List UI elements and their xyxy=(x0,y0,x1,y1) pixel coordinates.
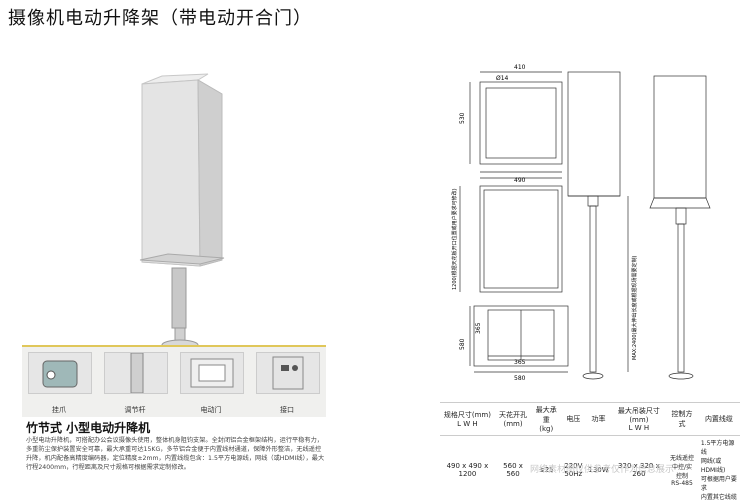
dim-height: 1200(根据天花板开口位置或用户要求可修改) xyxy=(451,188,458,290)
technical-drawing: 410 Ø14 530 490 1200(根据天花板开口位置或用户要求可修改) … xyxy=(440,60,745,395)
header-text: 天花开孔 xyxy=(499,411,527,419)
header-text: 内置线缆 xyxy=(705,415,733,423)
header-text: 功率 xyxy=(592,415,606,423)
dim-hole: Ø14 xyxy=(496,75,509,82)
thumbnail-label: 调节杆 xyxy=(104,405,166,415)
product-description: 小型电动升降机，可搭配办公会议摄像头使用，整体机身阻钧支架。全封闭铝合金框架结构… xyxy=(26,436,326,472)
dim-top-width: 410 xyxy=(514,64,526,71)
header-voltage: 电压 xyxy=(561,403,585,436)
header-subtext: (kg) xyxy=(539,425,553,433)
header-text: 电压 xyxy=(566,415,580,423)
thumbnail-label: 挂爪 xyxy=(28,405,90,415)
thumbnail-rod xyxy=(104,352,168,394)
thumbnail-claw xyxy=(28,352,92,394)
dim-door-inner-v: 365 xyxy=(475,322,482,334)
header-subtext: L W H xyxy=(629,424,650,432)
thumbnail-strip: 挂爪 调节杆 电动门 接口 xyxy=(22,347,326,417)
header-size: 规格尺寸(mm)L W H xyxy=(440,403,495,436)
header-text: 规格尺寸(mm) xyxy=(444,411,491,419)
dim-top-depth: 530 xyxy=(459,112,466,124)
header-text: 控制方式 xyxy=(671,410,692,428)
product-name: 竹节式 小型电动升降机 xyxy=(26,419,150,436)
spec-table: 规格尺寸(mm)L W H 天花开孔(mm) 最大承重(kg) 电压 功率 最大… xyxy=(440,402,740,503)
dim-max-travel: MAX:2400(最大伸出长度或根据现场需要定制) xyxy=(631,255,638,360)
header-text: 最大吊装尺寸(mm) xyxy=(618,407,660,424)
header-control: 控制方式 xyxy=(666,403,698,436)
dim-door-outer: 580 xyxy=(514,375,526,382)
header-cables: 内置线缆 xyxy=(698,403,740,436)
cell-hole: 560 x 560 xyxy=(495,436,531,503)
cell-size: 490 x 490 x 1200 xyxy=(440,436,495,503)
thumbnail-label: 接口 xyxy=(256,405,318,415)
header-text: 最大承重 xyxy=(536,406,557,424)
spec-header-row: 规格尺寸(mm)L W H 天花开孔(mm) 最大承重(kg) 电压 功率 最大… xyxy=(440,403,740,436)
dim-front-width: 490 xyxy=(514,177,526,184)
thumbnail-door xyxy=(180,352,244,394)
thumbnail-port xyxy=(256,352,320,394)
header-hole: 天花开孔(mm) xyxy=(495,403,531,436)
header-subtext: (mm) xyxy=(503,420,522,428)
dim-door-inner: 365 xyxy=(514,359,526,366)
dim-bottom-depth: 580 xyxy=(459,338,466,350)
watermark: 网络素材图仅供参考仅作为信息展示 xyxy=(530,462,674,475)
header-power: 功率 xyxy=(585,403,611,436)
header-load: 最大承重(kg) xyxy=(531,403,561,436)
product-photo xyxy=(0,40,330,350)
header-subtext: L W H xyxy=(457,420,478,428)
page-title: 摄像机电动升降架（带电动开合门） xyxy=(8,4,312,30)
header-max-size: 最大吊装尺寸(mm)L W H xyxy=(612,403,666,436)
cell-cables: 1.5平方电源线 网线(或HDMI线) 可根据用户要求 内置其它线缆 xyxy=(698,436,740,503)
thumbnail-label: 电动门 xyxy=(180,405,242,415)
